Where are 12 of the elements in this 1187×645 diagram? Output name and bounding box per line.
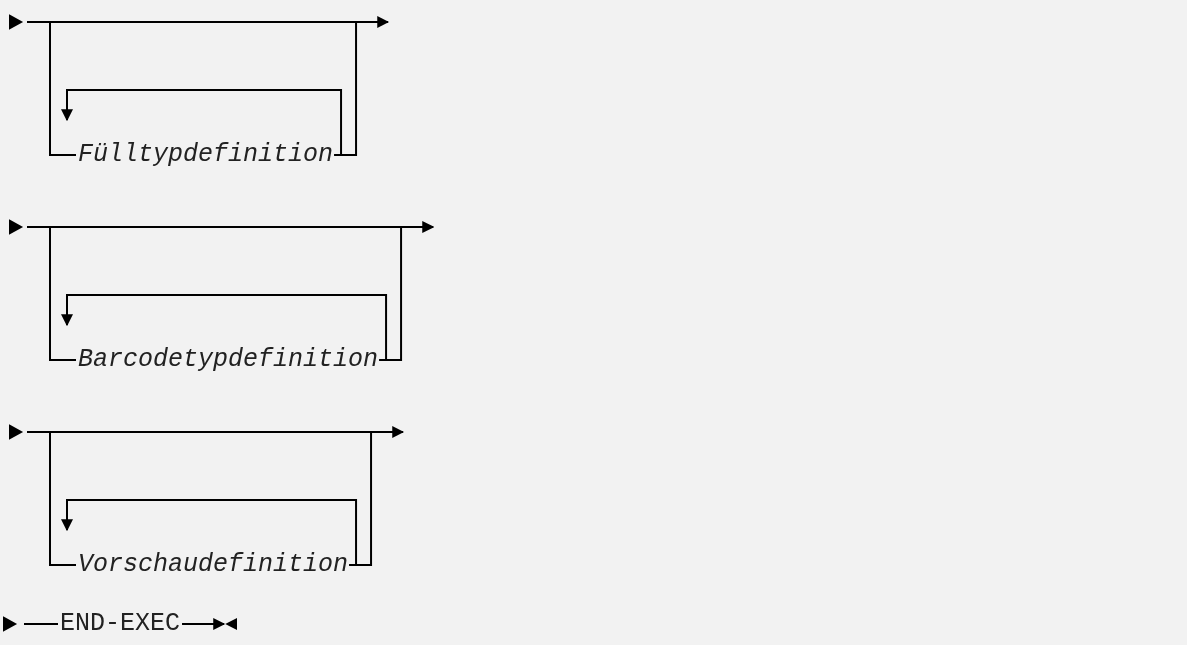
track-line <box>49 226 77 361</box>
track-line <box>23 623 59 625</box>
track-line <box>49 21 77 156</box>
syntax-element: Fülltypdefinition <box>78 141 334 169</box>
track-line <box>49 431 77 566</box>
syntax-element: Vorschaudefinition <box>78 551 349 579</box>
track-line <box>333 21 358 156</box>
track-line <box>378 226 403 361</box>
track-line <box>348 431 373 566</box>
syntax-element: Barcodetypdefinition <box>78 346 379 374</box>
track-line <box>181 618 238 630</box>
keyword: END-EXEC <box>60 610 181 638</box>
